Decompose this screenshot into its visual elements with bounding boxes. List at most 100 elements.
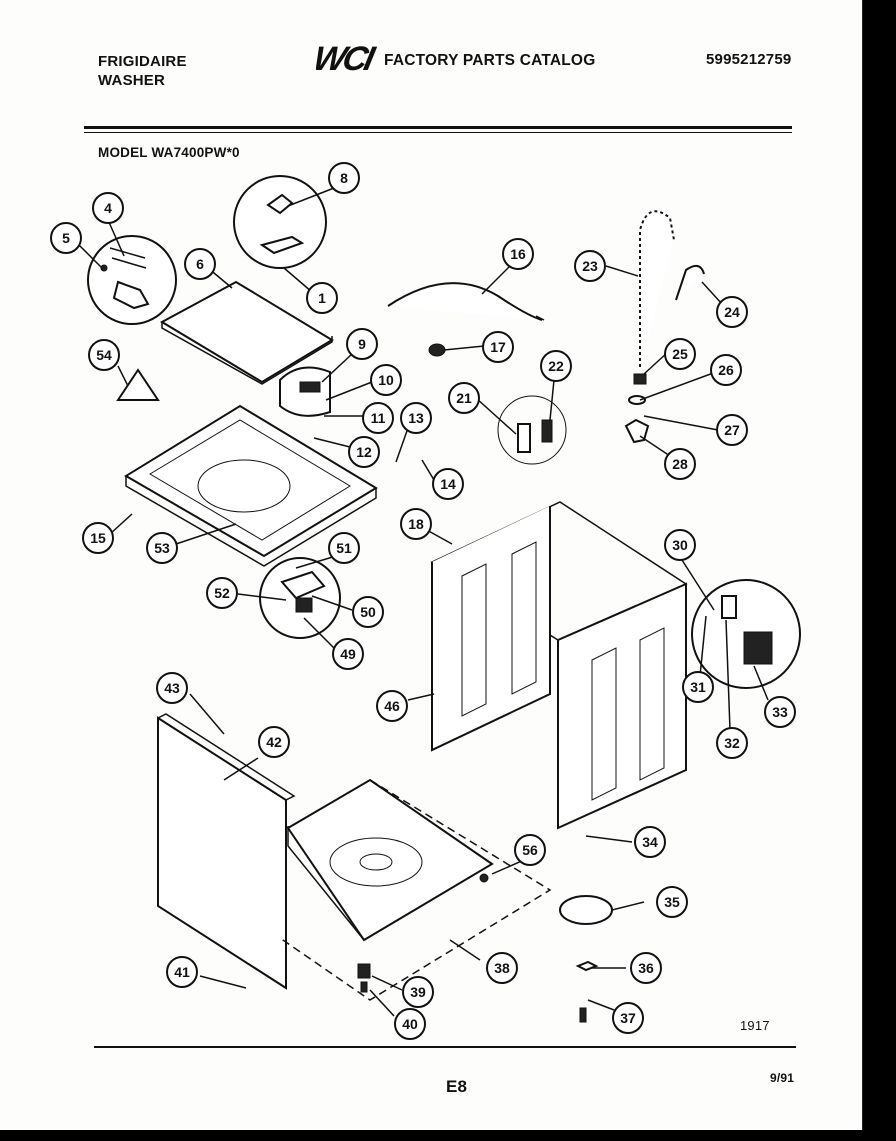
callout-39: 39 bbox=[402, 976, 434, 1008]
svg-text:26: 26 bbox=[718, 362, 734, 378]
svg-text:4: 4 bbox=[104, 200, 112, 216]
callout-49: 49 bbox=[332, 638, 364, 670]
callout-labels: 1 4 5 6 8 9 10 11 12 13 14 15 16 17 18 2… bbox=[50, 162, 796, 1040]
washer-lid bbox=[159, 280, 334, 385]
callout-10: 10 bbox=[370, 364, 402, 396]
fitting-28 bbox=[624, 418, 650, 444]
callout-33: 33 bbox=[764, 696, 796, 728]
revision-date: 9/91 bbox=[770, 1071, 795, 1085]
callout-51: 51 bbox=[328, 532, 360, 564]
svg-text:37: 37 bbox=[620, 1010, 636, 1026]
svg-text:40: 40 bbox=[402, 1016, 418, 1032]
callout-34: 34 bbox=[634, 826, 666, 858]
svg-text:28: 28 bbox=[672, 456, 688, 472]
power-cord bbox=[387, 282, 545, 321]
svg-text:38: 38 bbox=[494, 960, 510, 976]
header-rule-thin bbox=[84, 132, 792, 133]
svg-text:33: 33 bbox=[772, 704, 788, 720]
bracket-21 bbox=[517, 423, 531, 453]
washer-base bbox=[286, 778, 494, 942]
svg-text:39: 39 bbox=[410, 984, 426, 1000]
svg-text:53: 53 bbox=[154, 540, 170, 556]
footer-rule bbox=[94, 1046, 796, 1048]
svg-text:1: 1 bbox=[318, 290, 326, 306]
strain-relief bbox=[428, 343, 446, 357]
callout-21: 21 bbox=[448, 382, 480, 414]
callout-8: 8 bbox=[328, 162, 360, 194]
lid-hinge-detail bbox=[233, 175, 327, 269]
header-rule bbox=[84, 126, 792, 129]
callout-14: 14 bbox=[432, 468, 464, 500]
callout-1: 1 bbox=[306, 282, 338, 314]
svg-text:17: 17 bbox=[490, 339, 506, 355]
callout-16: 16 bbox=[502, 238, 534, 270]
snubber-ring bbox=[559, 895, 613, 925]
svg-text:46: 46 bbox=[384, 698, 400, 714]
callout-31: 31 bbox=[682, 671, 714, 703]
bracket-22 bbox=[541, 419, 553, 443]
callout-12: 12 bbox=[348, 436, 380, 468]
washer-26 bbox=[628, 395, 646, 405]
leveling-nut bbox=[360, 981, 368, 993]
svg-text:12: 12 bbox=[356, 444, 372, 460]
callout-13: 13 bbox=[400, 402, 432, 434]
control-detail bbox=[691, 579, 801, 689]
svg-text:41: 41 bbox=[174, 964, 190, 980]
svg-text:42: 42 bbox=[266, 734, 282, 750]
callout-30: 30 bbox=[664, 529, 696, 561]
callout-9: 9 bbox=[346, 328, 378, 360]
callout-26: 26 bbox=[710, 354, 742, 386]
callout-18: 18 bbox=[400, 508, 432, 540]
brand-name: FRIGIDAIRE bbox=[98, 53, 187, 70]
callout-27: 27 bbox=[716, 414, 748, 446]
svg-text:8: 8 bbox=[340, 170, 348, 186]
callout-22: 22 bbox=[540, 350, 572, 382]
callout-53: 53 bbox=[146, 532, 178, 564]
model-number: MODEL WA7400PW*0 bbox=[98, 145, 240, 160]
svg-text:52: 52 bbox=[214, 585, 230, 601]
lid-switch-detail bbox=[279, 366, 331, 417]
exploded-parts-diagram: 1 4 5 6 8 9 10 11 12 13 14 15 16 17 18 2… bbox=[50, 162, 801, 1040]
svg-text:35: 35 bbox=[664, 894, 680, 910]
plug-56 bbox=[479, 873, 489, 883]
brand-block: FRIGIDAIRE WASHER bbox=[98, 52, 187, 90]
svg-text:25: 25 bbox=[672, 346, 688, 362]
callout-6: 6 bbox=[184, 248, 216, 280]
svg-text:43: 43 bbox=[164, 680, 180, 696]
svg-text:56: 56 bbox=[522, 842, 538, 858]
page-number: E8 bbox=[446, 1077, 468, 1096]
svg-text:54: 54 bbox=[96, 347, 112, 363]
svg-text:49: 49 bbox=[340, 646, 356, 662]
svg-text:13: 13 bbox=[408, 410, 424, 426]
screw-37 bbox=[579, 1007, 587, 1023]
hose-clamp bbox=[675, 264, 705, 301]
callout-24: 24 bbox=[716, 296, 748, 328]
callout-32: 32 bbox=[716, 727, 748, 759]
svg-text:34: 34 bbox=[642, 834, 658, 850]
product-type: WASHER bbox=[98, 72, 166, 89]
svg-text:51: 51 bbox=[336, 540, 352, 556]
callout-43: 43 bbox=[156, 672, 188, 704]
callout-46: 46 bbox=[376, 690, 408, 722]
callout-56: 56 bbox=[514, 834, 546, 866]
catalog-title: FACTORY PARTS CATALOG bbox=[384, 52, 596, 69]
callout-17: 17 bbox=[482, 331, 514, 363]
svg-text:21: 21 bbox=[456, 390, 472, 406]
svg-text:15: 15 bbox=[90, 530, 106, 546]
callout-11: 11 bbox=[362, 402, 394, 434]
callout-23: 23 bbox=[574, 250, 606, 282]
wci-logo: WCI bbox=[316, 40, 379, 76]
callout-25: 25 bbox=[664, 338, 696, 370]
svg-text:16: 16 bbox=[510, 246, 526, 262]
leveling-leg bbox=[357, 963, 371, 979]
lid-seal bbox=[116, 368, 160, 401]
leader-lines bbox=[71, 187, 769, 1017]
base-outline bbox=[279, 779, 552, 1001]
svg-text:32: 32 bbox=[724, 735, 740, 751]
front-panel bbox=[157, 713, 296, 990]
pad-36 bbox=[575, 960, 599, 972]
drain-hose bbox=[638, 209, 676, 370]
svg-text:9: 9 bbox=[358, 336, 366, 352]
bracket-detail bbox=[497, 395, 567, 465]
callout-5: 5 bbox=[50, 222, 82, 254]
